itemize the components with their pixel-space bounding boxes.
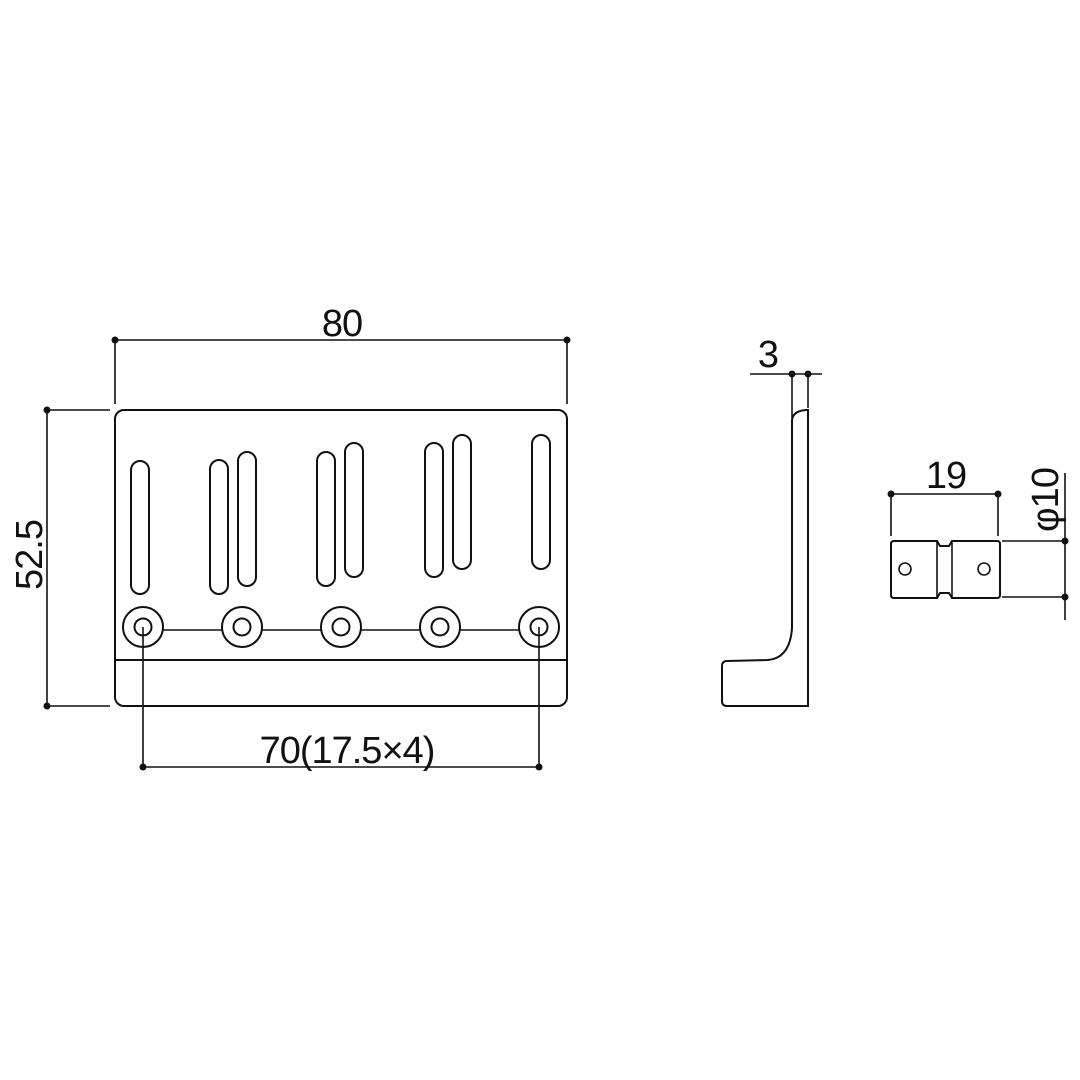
- dimension-dot: [43, 702, 51, 710]
- dimension-dot: [788, 370, 796, 378]
- dimension-label-saddle-diameter: φ10: [1025, 468, 1067, 532]
- dimension-dot: [887, 490, 895, 498]
- dimension-label-width: 80: [322, 303, 362, 345]
- dimension-dot: [994, 490, 1002, 498]
- string-slot: [424, 442, 444, 578]
- string-slot: [209, 459, 229, 595]
- base-plate-outline: [114, 409, 568, 707]
- saddle-screw-hole: [977, 562, 991, 576]
- dimension-dot: [804, 370, 812, 378]
- dimension-label-thickness: 3: [758, 334, 778, 376]
- dimension-hole-spacing: 70(17.5×4): [139, 627, 543, 772]
- string-slot: [531, 434, 551, 570]
- mounting-holes: [122, 606, 560, 648]
- saddle-screw-hole: [898, 562, 912, 576]
- mounting-hole-inner: [232, 617, 252, 637]
- mounting-hole-inner: [430, 617, 450, 637]
- string-slot: [344, 442, 364, 578]
- dimension-label-hole-spacing: 70(17.5×4): [260, 730, 435, 772]
- dimension-height: 52.5: [9, 406, 110, 710]
- bridge-side-view: 3: [721, 334, 822, 707]
- mounting-hole-inner: [331, 617, 351, 637]
- string-slot: [452, 434, 472, 570]
- dimension-label-saddle-length: 19: [926, 455, 966, 497]
- dimension-dot: [1061, 593, 1069, 601]
- dimension-dot: [139, 763, 147, 771]
- dimension-label-height: 52.5: [9, 520, 51, 590]
- saddle-view: 19 φ10: [887, 455, 1069, 620]
- dimension-dot: [1061, 537, 1069, 545]
- string-slot: [237, 451, 257, 587]
- dimension-dot: [563, 336, 571, 344]
- saddle-outline: [890, 540, 1001, 599]
- dimension-dot: [111, 336, 119, 344]
- dimension-dot: [535, 763, 543, 771]
- string-slots: [130, 434, 551, 595]
- bridge-front-view: [114, 409, 568, 707]
- string-slot: [316, 451, 336, 587]
- dimension-dot: [43, 406, 51, 414]
- string-slot: [130, 460, 150, 595]
- side-profile-outline: [721, 409, 809, 707]
- dimension-width: 80: [111, 303, 571, 404]
